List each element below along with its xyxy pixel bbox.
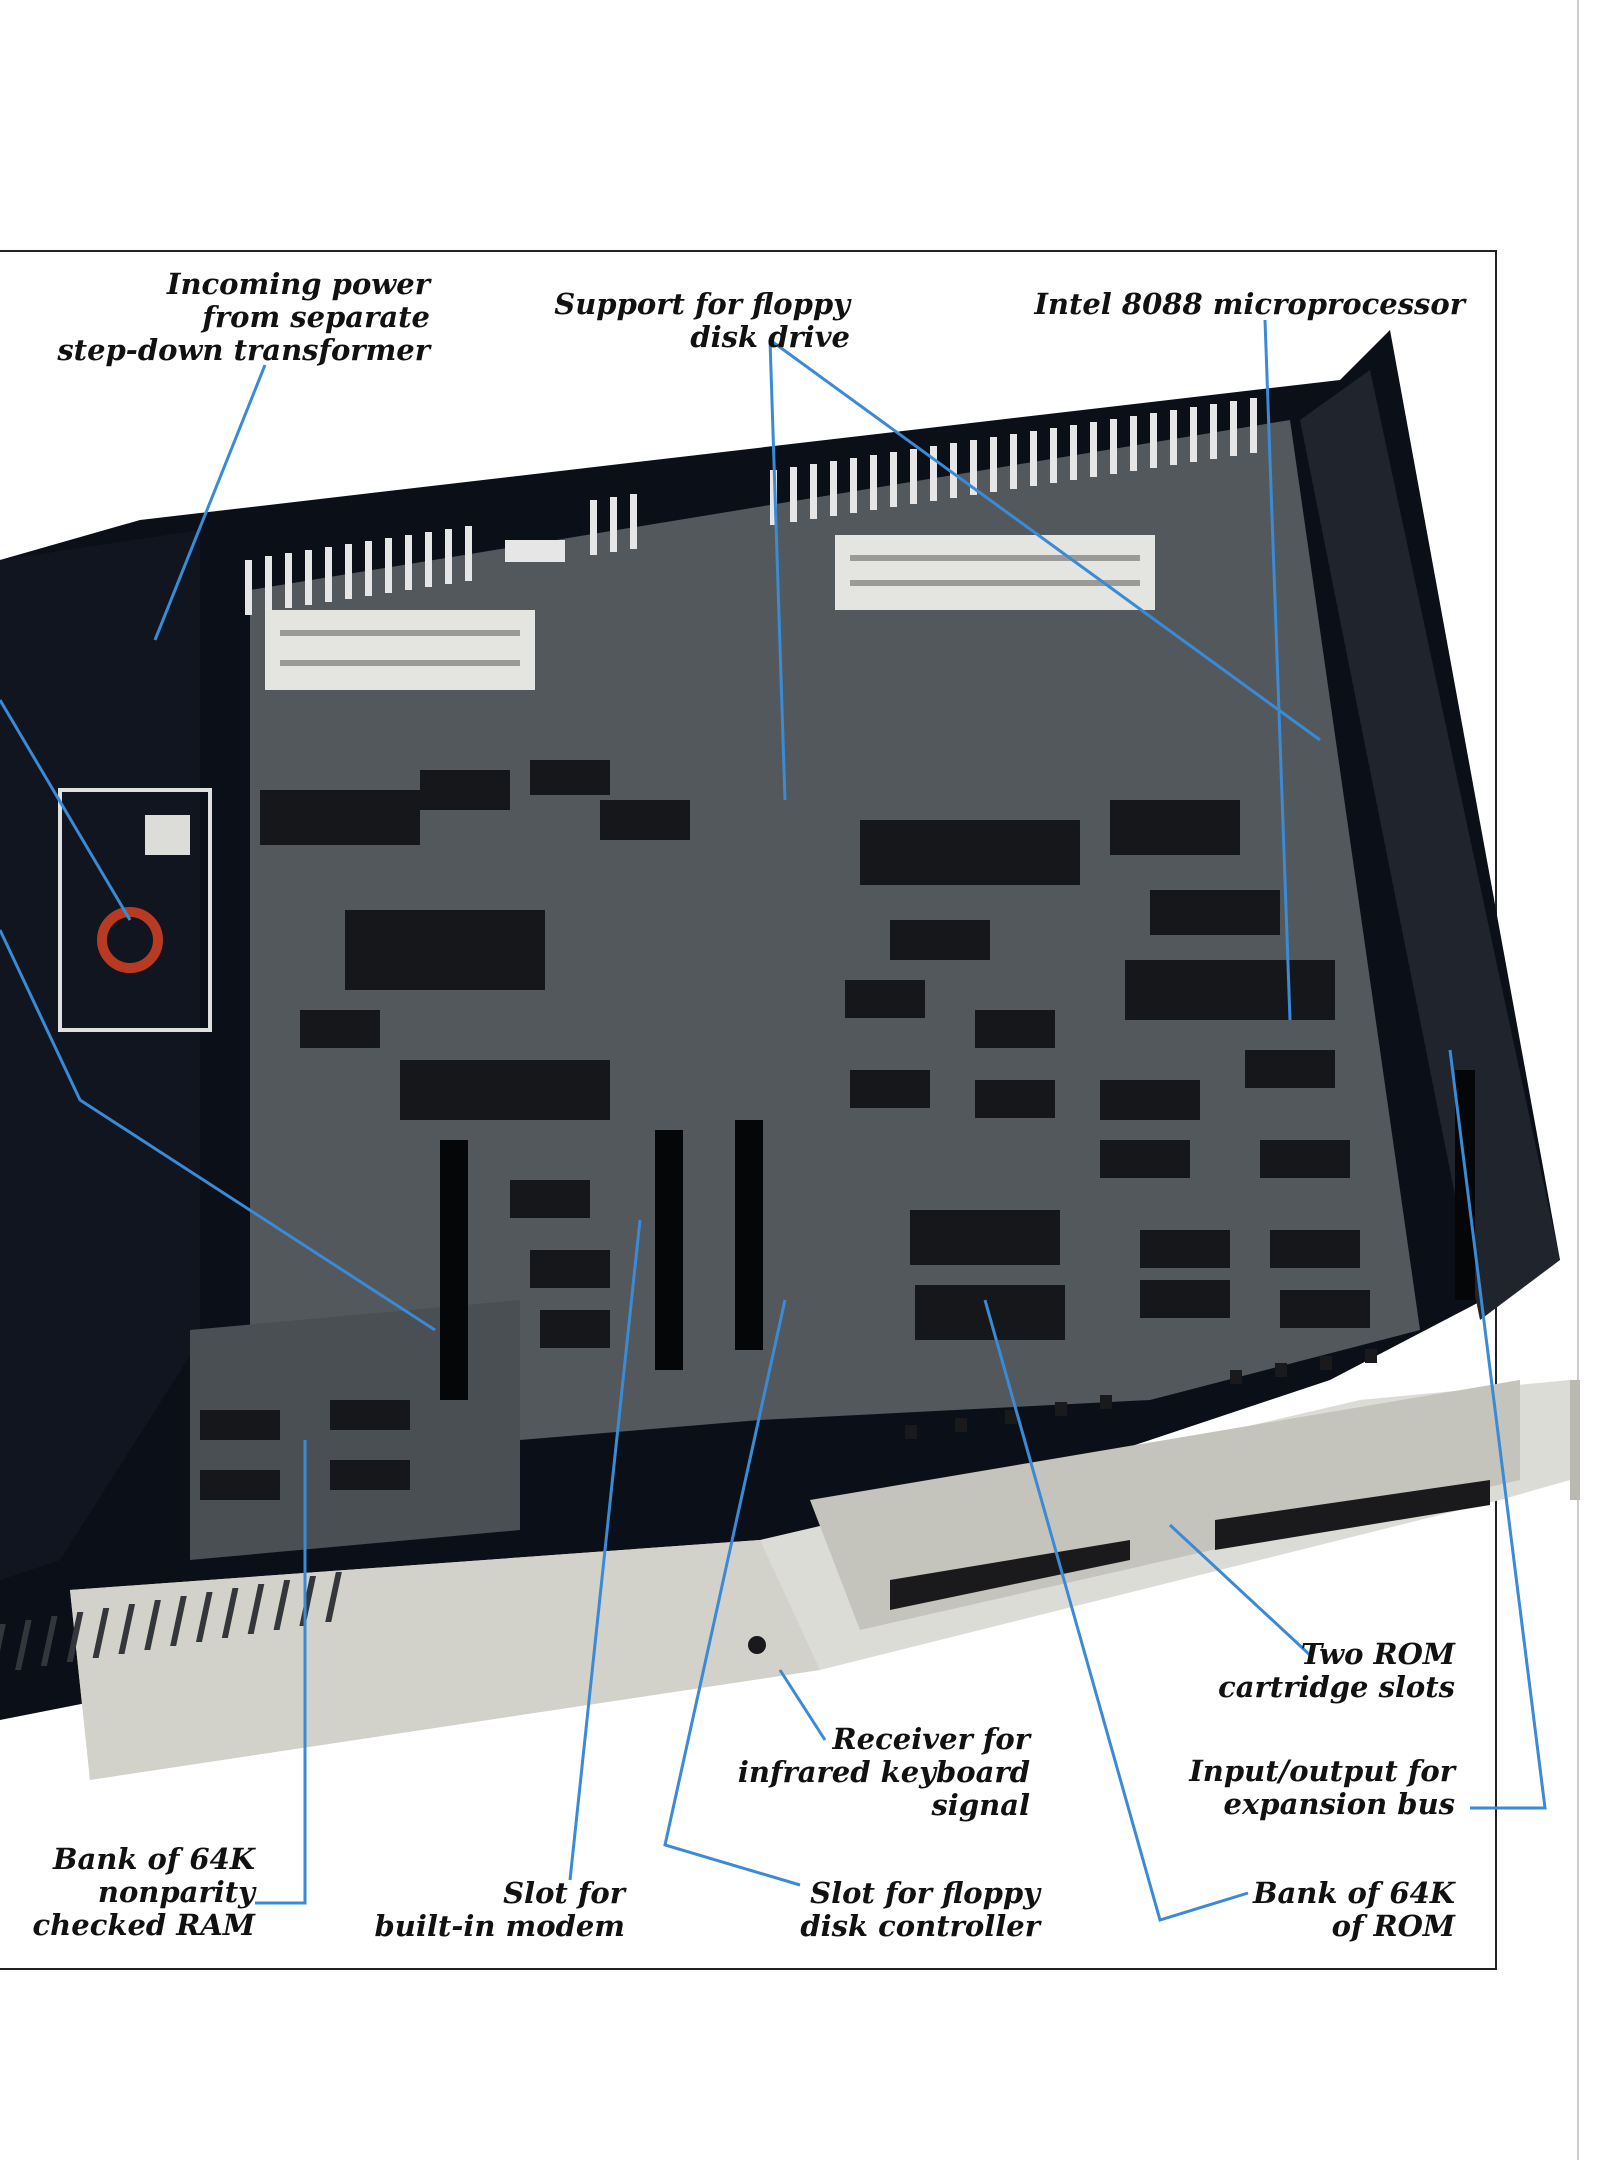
label-slot-floppy-controller: Slot for floppy disk controller: [800, 1876, 1040, 1943]
label-slot-modem: Slot for built-in modem: [374, 1876, 625, 1943]
leader-floppy-support-a: [768, 339, 787, 801]
leader-bank-ram: [255, 1440, 307, 1905]
transformer-coil: [97, 907, 163, 973]
leader-intel: [1263, 319, 1292, 1021]
leader-modem: [568, 1219, 642, 1881]
leader-floppy-support-b: [769, 338, 1321, 742]
page-edge-line: [1577, 0, 1579, 2160]
small-white-block: [505, 540, 565, 562]
slot-modem-graphic: [440, 1140, 468, 1400]
label-incoming-power: Incoming power from separate step-down t…: [57, 267, 430, 367]
circuit-board: [250, 420, 1420, 1520]
top-vents: [245, 398, 1257, 615]
label-bank-ram: Bank of 64K nonparity checked RAM: [32, 1842, 255, 1942]
left-side-box: [0, 530, 200, 1580]
cartridge-slot-right: [1215, 1480, 1490, 1550]
slot-floppy-controller-graphic: [735, 1120, 763, 1350]
cartridge-slot-left: [890, 1540, 1130, 1610]
label-two-rom-slots: Two ROM cartridge slots: [1218, 1637, 1455, 1704]
connector-right: [835, 535, 1155, 610]
label-bank-rom: Bank of 64K of ROM: [1252, 1876, 1455, 1943]
label-io-expansion: Input/output for expansion bus: [1189, 1754, 1455, 1821]
frame-top-line: [0, 250, 1497, 252]
slot-floppy-graphic: [655, 1130, 683, 1370]
rom-bay-holes: [905, 1349, 1377, 1439]
leader-power-left-1: [0, 699, 132, 921]
chips: [200, 760, 1370, 1500]
label-receiver-ir: Receiver for infrared keyboard signal: [737, 1722, 1030, 1822]
leader-bank-rom: [983, 1299, 1249, 1922]
leader-incoming-power: [153, 364, 267, 641]
power-tab: [145, 815, 190, 855]
leader-floppy-controller: [663, 1299, 801, 1887]
ir-receiver-hole: [748, 1636, 766, 1654]
leader-receiver: [778, 1669, 827, 1741]
leader-power-left-2: [0, 929, 436, 1332]
frame-bottom-line: [0, 1968, 1497, 1970]
leader-lines: [0, 319, 1547, 1922]
connector-left: [265, 610, 535, 690]
right-inner-wall: [1300, 370, 1560, 1320]
leader-two-rom: [1168, 1523, 1312, 1657]
power-bracket: [58, 788, 212, 1032]
label-intel-8088: Intel 8088 microprocessor: [1034, 287, 1465, 321]
front-vents: [0, 1572, 342, 1674]
label-floppy-support: Support for floppy disk drive: [554, 287, 850, 354]
leader-io: [1448, 1049, 1547, 1810]
front-right-ridge: [1570, 1380, 1580, 1500]
